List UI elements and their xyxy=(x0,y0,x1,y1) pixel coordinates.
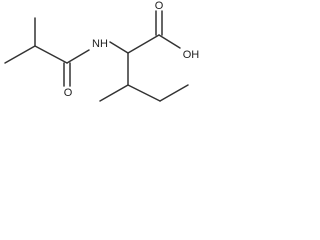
bond-ch2-ch3 xyxy=(159,84,189,102)
bond-beta-ch2 xyxy=(127,84,161,102)
acid-oxygen-label: O xyxy=(155,0,164,12)
bond-methyl-left xyxy=(4,45,36,64)
molecule-structure: NH OH O O xyxy=(4,0,200,102)
amide-oxygen-label: O xyxy=(64,87,73,99)
oh-label: OH xyxy=(183,49,200,61)
bond-carboxyl-oh xyxy=(158,34,181,49)
bond-nh-alpha xyxy=(109,41,129,54)
bond-isopropyl-carbonyl xyxy=(34,45,68,64)
bond-alpha-carboxyl xyxy=(127,34,160,54)
bond-carbonyl-nh xyxy=(66,49,90,64)
nh-label: NH xyxy=(92,38,108,50)
bond-beta-methyl xyxy=(99,84,129,102)
